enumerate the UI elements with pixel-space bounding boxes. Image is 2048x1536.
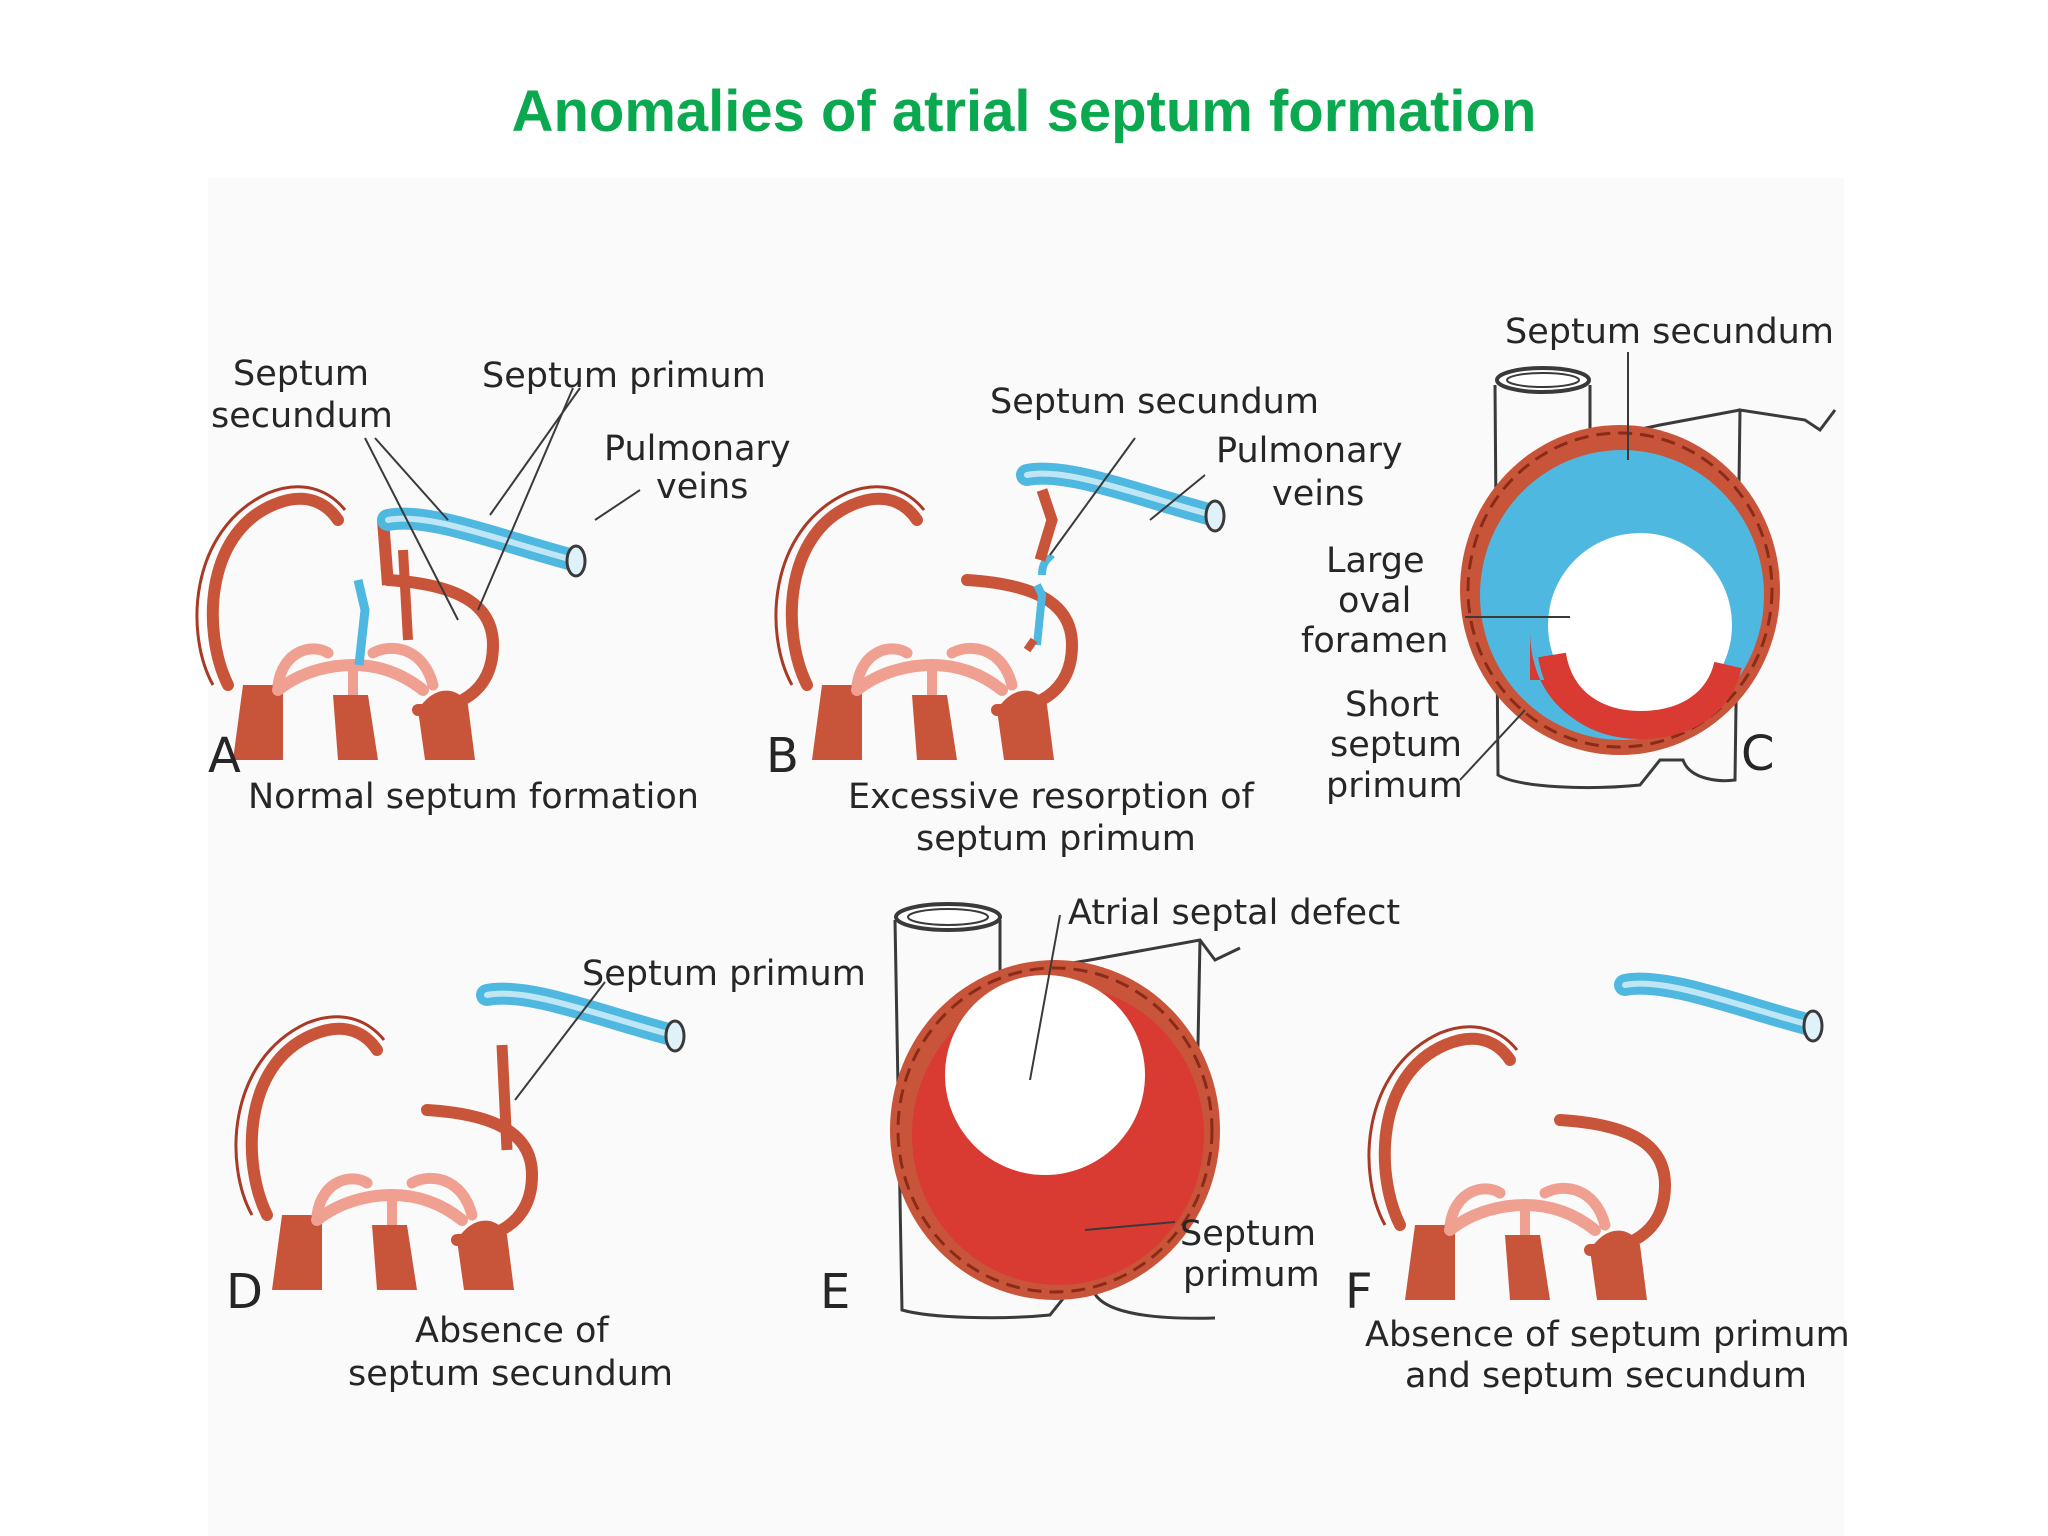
caption-panel-a: Normal septum formation [248,777,699,817]
label-pulmonary-veins-line1: Pulmonary [604,429,791,469]
panel-d-heart-section [236,994,684,1290]
label-septum-secundum-line1: Septum [233,354,369,394]
slide-title: Anomalies of atrial septum formation [511,79,1537,144]
label-pulmonary-veins-line2: veins [656,467,748,507]
label-pulmonary-veins-line1: Pulmonary [1216,431,1403,471]
label-short-septum-primum-line3: primum [1326,766,1463,806]
label-pulmonary-veins-line2: veins [1272,474,1364,514]
panel-letter-a: A [208,728,241,784]
caption-panel-f-line2: and septum secundum [1405,1356,1807,1396]
caption-panel-b-line1: Excessive resorption of [848,777,1255,817]
panel-letter-b: B [766,728,799,784]
label-large-oval-foramen-line3: foramen [1301,621,1448,661]
panel-a-heart-section [197,487,585,760]
panel-letter-c: C [1741,726,1775,782]
label-septum-secundum: Septum secundum [990,382,1319,422]
label-septum-primum-line1: Septum [1180,1214,1316,1254]
label-atrial-septal-defect: Atrial septal defect [1068,893,1400,933]
panel-d: Septum primum D Absence of septum secund… [226,954,866,1394]
caption-panel-d-line2: septum secundum [348,1354,673,1394]
panel-b-heart-section [776,474,1224,760]
label-short-septum-primum-line1: Short [1345,685,1439,725]
panel-b: Septum secundum Pulmonary veins B Excess… [766,382,1403,859]
label-septum-primum: Septum primum [482,356,766,396]
panel-f-heart-section [1369,984,1822,1300]
label-large-oval-foramen-line2: oval [1338,581,1411,621]
panel-letter-e: E [820,1264,850,1320]
label-septum-primum-line2: primum [1183,1255,1320,1295]
label-septum-primum: Septum primum [582,954,866,994]
label-septum-secundum-line2: secundum [211,396,393,436]
caption-panel-d-line1: Absence of [415,1311,609,1351]
panel-f: F Absence of septum primum and septum se… [1345,984,1850,1396]
panel-letter-d: D [226,1264,263,1320]
panel-c-right-atrium-view [1460,366,1837,790]
caption-panel-f-line1: Absence of septum primum [1365,1315,1850,1355]
label-septum-secundum: Septum secundum [1505,312,1834,352]
label-large-oval-foramen-line1: Large [1326,541,1424,581]
panel-letter-f: F [1345,1264,1373,1320]
panel-e: Atrial septal defect Septum primum E [820,893,1400,1320]
caption-panel-b-line2: septum primum [916,819,1196,859]
panel-c: Septum secundum Large oval foramen Short… [1301,312,1837,806]
panel-a: Septum secundum Septum primum Pulmonary … [197,354,791,817]
figure-background [208,178,1844,1536]
panel-e-right-atrium-view [890,902,1241,1320]
label-short-septum-primum-line2: septum [1330,725,1462,765]
